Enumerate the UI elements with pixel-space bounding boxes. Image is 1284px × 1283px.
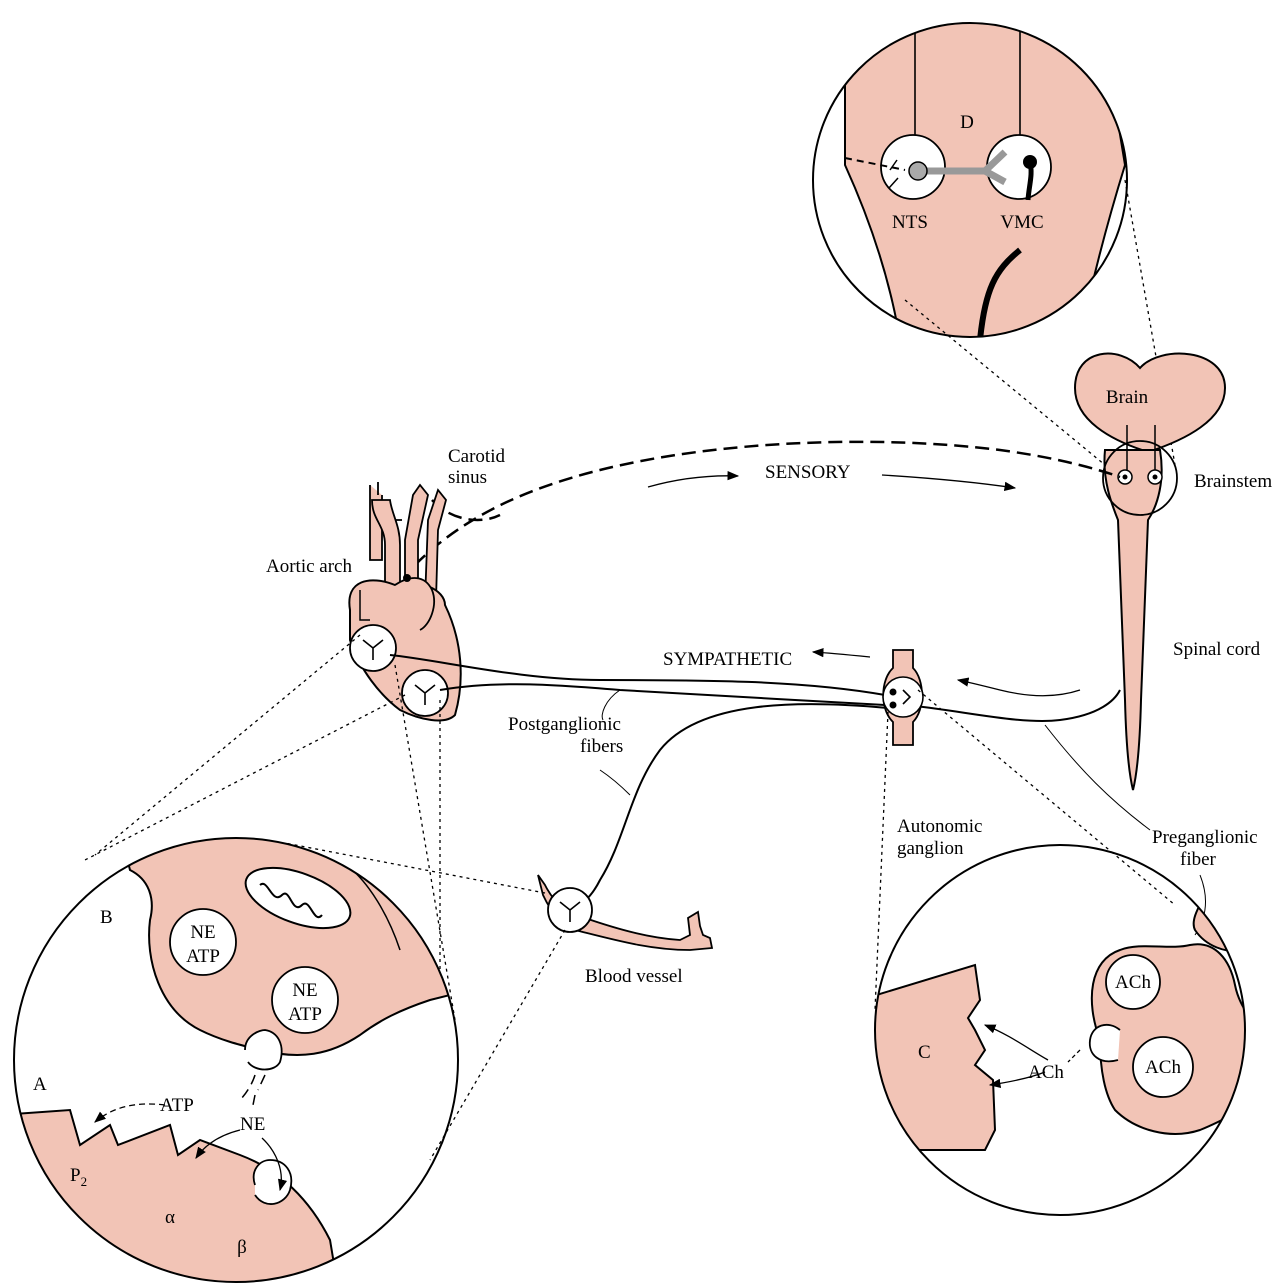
label-autonomic-line2: ganglion <box>897 838 964 859</box>
label-ne-released: NE <box>240 1114 265 1135</box>
label-postganglionic-line2: fibers <box>580 736 623 757</box>
label-c: C <box>918 1042 931 1063</box>
label-spinal-cord: Spinal cord <box>1173 639 1261 660</box>
label-sympathetic: SYMPATHETIC <box>663 649 792 670</box>
vesicle-1-atp: ATP <box>186 946 220 967</box>
postganglionic-fiber-to-heart <box>390 655 885 695</box>
brain-and-spinal-cord: Brain Brainstem Spinal cord <box>1075 354 1272 790</box>
label-preganglionic-line2: fiber <box>1180 849 1217 870</box>
label-postganglionic-line1: Postganglionic <box>508 714 621 735</box>
ach-vesicle-2-label: ACh <box>1145 1057 1181 1078</box>
heart: Aortic arch <box>266 482 461 720</box>
vesicle-1-ne: NE <box>190 922 215 943</box>
label-carotid-line2: sinus <box>448 467 487 488</box>
exocytosis-vesicle <box>245 1030 282 1070</box>
label-brainstem: Brainstem <box>1194 471 1272 492</box>
label-vmc: VMC <box>1000 212 1043 233</box>
preganglionic-terminal <box>1092 895 1260 1134</box>
vmc-neuron <box>987 135 1051 199</box>
sensory-pathway: SENSORY Carotid sinus <box>415 442 1120 565</box>
label-b: B <box>100 907 113 928</box>
preganglionic-fiber <box>905 690 1120 721</box>
label-a: A <box>33 1074 47 1095</box>
brain <box>1075 354 1225 452</box>
spinal-cord <box>1104 450 1161 790</box>
ach-release-vesicle <box>1090 1025 1120 1062</box>
zoom-b-neuroeffector-detail: B A NE ATP NE ATP ATP NE P2 α β <box>0 830 470 1283</box>
vesicle-2-atp: ATP <box>288 1004 322 1025</box>
label-preganglionic-line1: Preganglionic <box>1152 827 1258 848</box>
ach-vesicle-1-label: ACh <box>1115 972 1151 993</box>
label-carotid-line1: Carotid <box>448 446 505 467</box>
beta-receptor <box>254 1160 292 1204</box>
vesicle-2-ne: NE <box>292 980 317 1001</box>
zoom-d-brainstem-detail: D NTS VMC <box>813 0 1127 340</box>
label-d: D <box>960 112 974 133</box>
sensory-afferent-line <box>415 442 1120 565</box>
label-beta: β <box>237 1237 247 1258</box>
ach-released-label: ACh <box>1028 1062 1064 1083</box>
label-atp-released: ATP <box>160 1095 194 1116</box>
effector-cell <box>0 1110 340 1283</box>
zoom-c-ganglion-detail: C ACh ACh ACh <box>860 845 1260 1215</box>
label-autonomic-line1: Autonomic <box>897 816 983 837</box>
label-aortic-arch: Aortic arch <box>266 556 352 577</box>
label-blood-vessel: Blood vessel <box>585 966 683 987</box>
label-sensory: SENSORY <box>765 462 851 483</box>
label-brain: Brain <box>1106 387 1149 408</box>
label-alpha: α <box>165 1207 175 1228</box>
label-nts: NTS <box>892 212 928 233</box>
